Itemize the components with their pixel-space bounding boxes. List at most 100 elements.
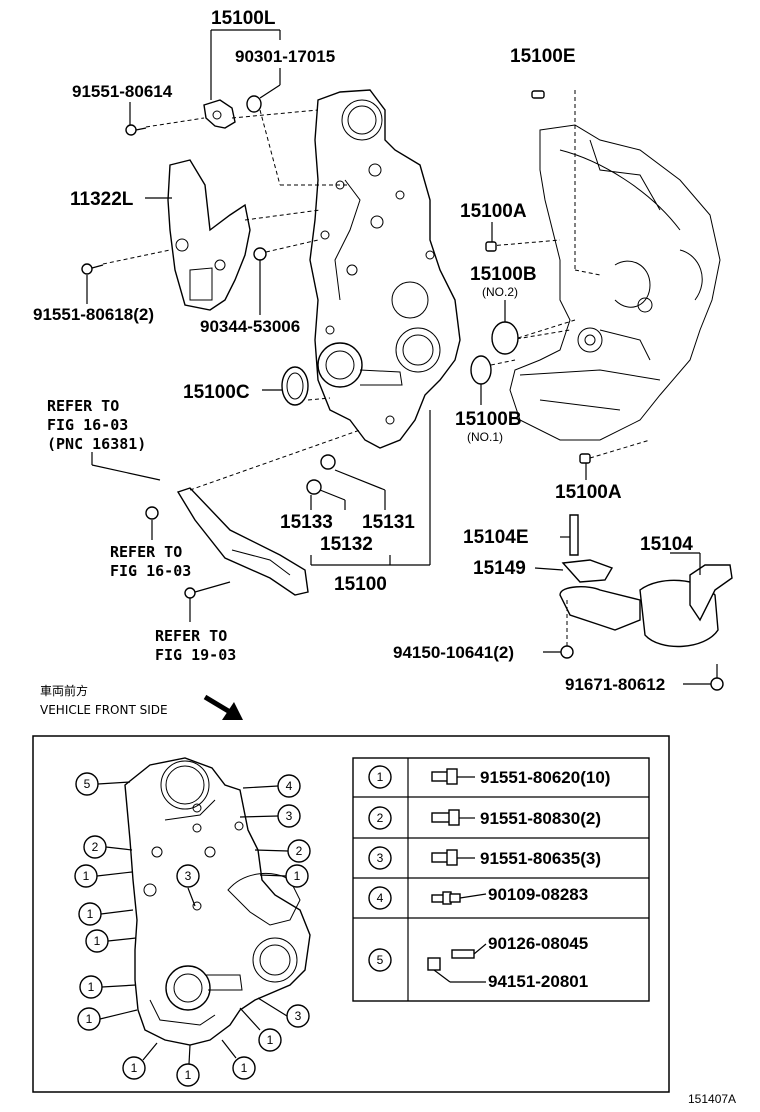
callout-2a — [83, 835, 107, 859]
nut-icon — [427, 957, 441, 971]
bolts — [81, 124, 591, 599]
timing-chain-cover — [309, 89, 461, 449]
label-15100a-bottom: 15100A — [555, 482, 622, 503]
label-15131: 15131 — [362, 512, 415, 533]
label-15100e: 15100E — [510, 46, 576, 67]
callout-3c — [286, 1004, 310, 1028]
legend-num-1: 1 — [377, 770, 384, 784]
sensor-15100l — [203, 95, 262, 129]
label-15100l: 15100L — [211, 8, 276, 29]
callout-1b — [285, 864, 309, 888]
reference-labels: REFER TO FIG 16-03 (PNC 16381) REFER TO … — [47, 397, 236, 664]
callout-1a — [74, 864, 98, 888]
svg-text:3: 3 — [295, 1009, 302, 1023]
front-arrow-icon — [203, 694, 243, 720]
label-15100a-top: 15100A — [460, 201, 527, 222]
ref1-line1: REFER TO — [47, 397, 119, 415]
label-11322l: 11322L — [70, 189, 134, 210]
svg-text:2: 2 — [92, 840, 99, 854]
svg-text:1: 1 — [185, 1068, 192, 1082]
svg-text:1: 1 — [86, 1012, 93, 1026]
svg-text:1: 1 — [94, 934, 101, 948]
front-jp-text: 車両前方 — [40, 683, 88, 698]
bolt-icon — [431, 809, 460, 826]
svg-text:5: 5 — [84, 777, 91, 791]
label-15104: 15104 — [640, 534, 693, 555]
svg-text:1: 1 — [87, 907, 94, 921]
bolt-icon — [431, 849, 458, 866]
callout-5 — [75, 772, 99, 796]
ref2-line1: REFER TO — [110, 543, 182, 561]
svg-text:3: 3 — [185, 869, 192, 883]
label-91551-80618: 91551-80618(2) — [33, 305, 154, 324]
label-90301-17015: 90301-17015 — [235, 47, 335, 66]
label-94150-10641: 94150-10641(2) — [393, 643, 514, 662]
part-labels: 15100L 90301-17015 91551-80614 15100E 11… — [33, 8, 693, 694]
legend-part-4: 90109-08283 — [488, 885, 588, 904]
callout-3b — [176, 864, 200, 888]
leader-lines — [86, 29, 711, 685]
vehicle-front-note: 車両前方 VEHICLE FRONT SIDE — [40, 683, 243, 720]
label-15104e: 15104E — [463, 527, 529, 548]
callout-1h — [122, 1056, 146, 1080]
legend-num-3: 3 — [377, 851, 384, 865]
bolt-icon — [431, 768, 458, 785]
callout-4 — [277, 774, 301, 798]
ref2-line2: FIG 16-03 — [110, 562, 191, 580]
label-15100b-no1: 15100B — [455, 409, 522, 430]
inset-cover — [124, 757, 311, 1046]
callout-1f — [77, 1007, 101, 1031]
svg-text:1: 1 — [294, 869, 301, 883]
callout-1e — [79, 975, 103, 999]
svg-text:1: 1 — [88, 980, 95, 994]
label-15100b-no2-note: (NO.2) — [482, 285, 518, 299]
ref1-line3: (PNC 16381) — [47, 435, 146, 453]
label-15100: 15100 — [334, 574, 387, 595]
callout-2b — [287, 839, 311, 863]
front-en-text: VEHICLE FRONT SIDE — [40, 703, 168, 717]
inset-callouts: 5 4 3 2 2 1 1 1 3 1 1 1 — [74, 772, 311, 1087]
legend-num-2: 2 — [377, 811, 384, 825]
callout-1c — [78, 902, 102, 926]
svg-text:1: 1 — [83, 869, 90, 883]
fastener-legend: 1 91551-80620(10) 2 91551-80830(2) 3 915… — [352, 757, 650, 1002]
svg-text:4: 4 — [286, 779, 293, 793]
bracket-11322l — [167, 159, 251, 311]
legend-num-4: 4 — [377, 891, 384, 905]
callout-1j — [232, 1056, 256, 1080]
legend-part-5b: 94151-20801 — [488, 972, 588, 991]
label-15149: 15149 — [473, 558, 526, 579]
callout-1g — [258, 1028, 282, 1052]
callout-1i — [176, 1063, 200, 1087]
label-15133: 15133 — [280, 512, 333, 533]
ref3-line2: FIG 19-03 — [155, 646, 236, 664]
svg-text:1: 1 — [267, 1033, 274, 1047]
seals — [281, 321, 519, 495]
legend-part-5a: 90126-08045 — [488, 934, 588, 953]
figure-id: 151407A — [688, 1092, 736, 1106]
stud-bolt-icon — [431, 891, 461, 905]
label-15100c: 15100C — [183, 382, 250, 403]
callout-3a — [277, 804, 301, 828]
legend-part-1: 91551-80620(10) — [480, 768, 610, 787]
label-90344-53006: 90344-53006 — [200, 317, 300, 336]
label-91551-80614: 91551-80614 — [72, 82, 173, 101]
bracket-lower — [176, 487, 309, 596]
legend-part-2: 91551-80830(2) — [480, 809, 601, 828]
legend-part-3: 91551-80635(3) — [480, 849, 601, 868]
ref1-line2: FIG 16-03 — [47, 416, 128, 434]
label-91671-80612: 91671-80612 — [565, 675, 665, 694]
label-15100b-no1-note: (NO.1) — [467, 430, 503, 444]
label-15132: 15132 — [320, 534, 373, 555]
svg-text:1: 1 — [131, 1061, 138, 1075]
svg-text:1: 1 — [241, 1061, 248, 1075]
svg-text:3: 3 — [286, 809, 293, 823]
engine-block — [489, 90, 721, 459]
oil-strainer — [559, 514, 733, 691]
stud-icon — [451, 949, 475, 959]
inset-frame — [32, 735, 670, 1093]
legend-num-5: 5 — [377, 953, 384, 967]
svg-text:2: 2 — [296, 844, 303, 858]
ref3-line1: REFER TO — [155, 627, 227, 645]
